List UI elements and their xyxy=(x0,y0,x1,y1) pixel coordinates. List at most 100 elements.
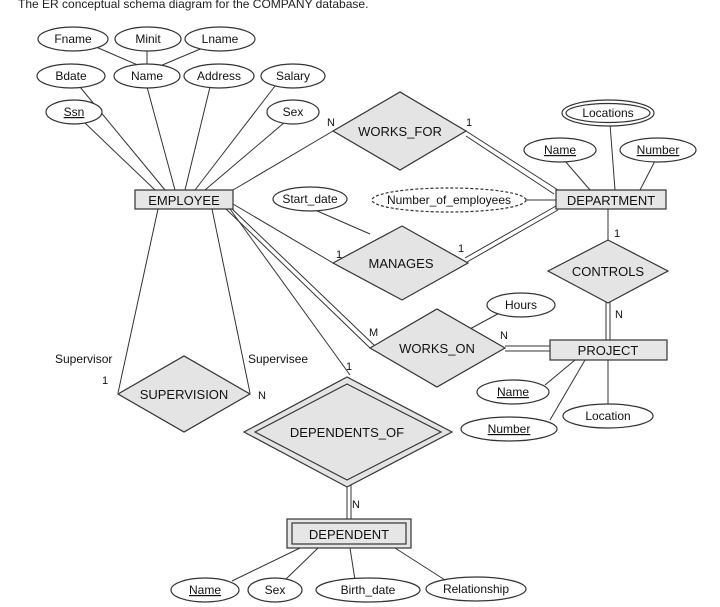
attribute-department-number: Number xyxy=(619,137,697,163)
attribute-label: Address xyxy=(197,69,241,83)
attribute-label: Hours xyxy=(505,298,537,312)
line-lname-name xyxy=(159,46,206,67)
attribute-number-of-employees-derived: Number_of_employees xyxy=(371,187,527,213)
line-fname-name xyxy=(95,46,141,67)
attribute-oval xyxy=(562,403,654,429)
entity-label: DEPARTMENT xyxy=(567,193,655,208)
attribute-label: Sex xyxy=(265,583,286,597)
cardinality-supervision-supervisee: N xyxy=(258,390,266,402)
attribute-oval-dashed xyxy=(371,187,527,213)
attribute-label: Start_date xyxy=(282,192,338,206)
entity-dependent-weak: DEPENDENT xyxy=(286,518,412,549)
entity-label: PROJECT xyxy=(578,343,639,358)
attribute-relationship: Relationship xyxy=(425,576,527,602)
relationship-diamond xyxy=(331,225,470,301)
cardinality-works-for-department: 1 xyxy=(466,117,472,129)
entity-project: PROJECT xyxy=(549,339,668,361)
attribute-label: Salary xyxy=(276,69,310,83)
attribute-oval xyxy=(315,577,421,603)
attribute-label-key: Ssn xyxy=(64,105,85,119)
line-employee-supervision-supervisee xyxy=(211,208,251,394)
attribute-location: Location xyxy=(562,403,654,429)
attribute-label-key: Number xyxy=(637,143,680,157)
line-birthdate-dependent xyxy=(349,547,356,581)
relationship-works-for: WORKS_FOR xyxy=(331,91,468,171)
role-supervisor: Supervisor xyxy=(55,352,112,366)
attribute-oval xyxy=(37,26,109,52)
line-manages-department-b xyxy=(466,209,559,263)
attribute-oval xyxy=(45,99,103,125)
attribute-oval xyxy=(247,577,303,603)
attribute-dependent-name: Name xyxy=(170,577,240,603)
attribute-label-partial-key: Name xyxy=(189,583,221,597)
relationship-manages: MANAGES xyxy=(331,225,470,301)
attribute-employee-name: Name xyxy=(113,63,181,89)
attribute-ssn: Ssn xyxy=(45,99,103,125)
attribute-oval xyxy=(260,63,326,89)
attribute-label: Birth_date xyxy=(341,583,396,597)
line-depsex-dependent xyxy=(284,547,319,581)
cardinality-manages-employee: 1 xyxy=(336,249,342,261)
attribute-lname: Lname xyxy=(184,26,256,52)
relationship-works-on: WORKS_ON xyxy=(368,308,507,388)
attribute-employee-sex: Sex xyxy=(266,99,320,125)
entity-department: DEPARTMENT xyxy=(555,189,667,210)
relationship-diamond xyxy=(368,308,507,388)
attribute-oval xyxy=(460,416,558,442)
relationship-supervision: SUPERVISION xyxy=(116,355,252,433)
attribute-label-key: Name xyxy=(544,143,576,157)
attribute-oval xyxy=(425,576,527,602)
attribute-label-key: Name xyxy=(497,385,529,399)
line-employee-works-on-b xyxy=(228,205,375,346)
attribute-birth-date: Birth_date xyxy=(315,577,421,603)
attribute-oval xyxy=(476,379,550,405)
attribute-oval xyxy=(486,292,556,318)
attribute-salary: Salary xyxy=(260,63,326,89)
attribute-locations-multivalued: Locations xyxy=(561,99,655,127)
attribute-oval xyxy=(113,63,181,89)
cardinality-dependents-of-dependent: N xyxy=(352,499,360,511)
attribute-dependent-sex: Sex xyxy=(247,577,303,603)
attribute-label: Minit xyxy=(135,32,161,46)
line-pnumber-project xyxy=(549,359,586,421)
line-dname-department xyxy=(564,160,591,191)
line-salary-employee xyxy=(194,85,276,191)
cardinality-labels: N 1 1 1 1 N M N 1 N 1 N Supervisor Super… xyxy=(55,117,623,511)
cardinality-works-for-employee: N xyxy=(327,117,335,129)
attribute-oval xyxy=(36,63,106,89)
attribute-project-name: Name xyxy=(476,379,550,405)
attribute-oval xyxy=(523,137,597,163)
attribute-fname: Fname xyxy=(37,26,109,52)
relationship-label: WORKS_FOR xyxy=(358,124,442,139)
relationship-diamond xyxy=(331,91,468,171)
attribute-oval xyxy=(619,137,697,163)
entity-box-inner xyxy=(291,522,407,545)
relationship-label: WORKS_ON xyxy=(399,341,475,356)
attribute-oval xyxy=(170,577,240,603)
relationship-label: DEPENDENTS_OF xyxy=(290,425,404,440)
line-depname-dependent xyxy=(231,547,301,582)
line-manages-department-a xyxy=(464,205,557,259)
attribute-oval xyxy=(266,99,320,125)
line-startdate-manages xyxy=(314,209,371,235)
attribute-address: Address xyxy=(183,63,255,89)
attribute-hours: Hours xyxy=(486,292,556,318)
cardinality-dependents-of-employee: 1 xyxy=(346,361,352,373)
line-employee-supervision-supervisor xyxy=(117,208,159,394)
attribute-department-name: Name xyxy=(523,137,597,163)
relationship-diamond xyxy=(116,355,252,433)
line-relationship-dependent xyxy=(394,547,446,581)
attribute-label: Lname xyxy=(202,32,239,46)
attribute-label: Location xyxy=(585,409,630,423)
attribute-oval xyxy=(183,63,255,89)
line-employee-works-on-a xyxy=(224,207,371,349)
line-name-employee xyxy=(146,86,176,191)
line-employee-works-for xyxy=(232,130,334,191)
relationship-diamond-inner xyxy=(253,383,443,481)
attribute-oval-inner xyxy=(565,102,651,124)
cardinality-controls-department: 1 xyxy=(614,228,620,240)
entity-label: DEPENDENT xyxy=(309,527,389,542)
attribute-label: Locations xyxy=(582,106,633,120)
relationship-controls: CONTROLS xyxy=(546,239,670,304)
